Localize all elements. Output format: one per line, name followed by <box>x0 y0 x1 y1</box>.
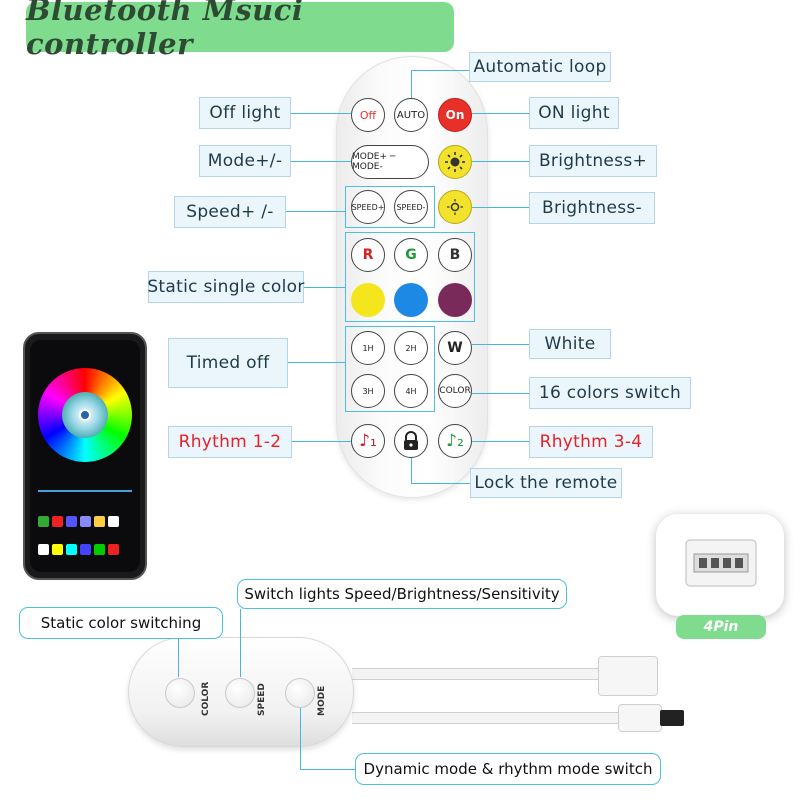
leader-line <box>411 458 412 483</box>
sun-icon <box>445 152 465 172</box>
colors-switch-label: 16 colors switch <box>529 377 691 409</box>
rhythm-1-button[interactable]: ♪₁ <box>351 424 385 458</box>
page-title: Bluetooth Msuci controller <box>26 0 454 61</box>
leader-line <box>240 609 241 677</box>
speed-minus-button[interactable]: SPEED- <box>394 190 428 224</box>
leader-line <box>472 113 529 114</box>
leader-line <box>286 211 345 212</box>
blue-swatch-button[interactable] <box>394 283 428 317</box>
connector-icon <box>685 539 757 587</box>
speed-label: Speed+ /- <box>174 196 286 228</box>
red-button[interactable]: R <box>351 238 385 272</box>
brightness-plus-button[interactable] <box>438 145 472 179</box>
leader-line <box>291 113 351 114</box>
speed-plus-button[interactable]: SPEED+ <box>351 190 385 224</box>
cable <box>352 668 602 680</box>
phone-swatch-row <box>38 516 119 527</box>
blue-button[interactable]: B <box>438 238 472 272</box>
automatic-loop-label: Automatic loop <box>469 52 611 82</box>
leader-line <box>472 441 529 442</box>
timed-off-label: Timed off <box>168 338 288 388</box>
pin-label: 4Pin <box>676 615 766 639</box>
pin-connector-image <box>656 514 784 616</box>
on-button[interactable]: On <box>438 98 472 132</box>
on-light-label: ON light <box>529 97 619 129</box>
brightness-minus-button[interactable] <box>438 190 472 224</box>
mode-button[interactable]: MODE+ ─ MODE- <box>351 145 429 179</box>
usb-plug <box>660 710 684 726</box>
leader-line <box>472 161 529 162</box>
static-single-color-label: Static single color <box>147 271 304 303</box>
static-color-group <box>345 232 475 322</box>
timer-2h-label: 2H <box>405 343 417 353</box>
auto-button[interactable]: AUTO <box>394 98 428 132</box>
timer-4h-label: 4H <box>405 386 417 396</box>
color-wheel-dot <box>79 409 91 421</box>
sun-small-icon <box>447 199 463 215</box>
leader-line <box>291 161 351 162</box>
controller-box: COLOR SPEED MODE <box>128 637 354 747</box>
leader-line <box>472 393 529 394</box>
brightness-plus-label: Brightness+ <box>529 145 657 177</box>
usb-connector <box>618 704 662 732</box>
rhythm-3-4-label: Rhythm 3-4 <box>529 426 653 458</box>
leader-line <box>472 207 529 208</box>
lock-remote-label: Lock the remote <box>470 468 622 498</box>
speed-switch-label: SPEED <box>257 683 267 716</box>
mode-switch-button[interactable] <box>285 678 315 708</box>
timer-3h-label: 3H <box>362 386 374 396</box>
timer-1h-button[interactable]: 1H <box>351 331 385 365</box>
color-switch-label: COLOR <box>201 681 211 716</box>
purple-swatch-button[interactable] <box>438 283 472 317</box>
leader-line <box>411 483 470 484</box>
leader-line <box>292 441 351 442</box>
leader-line <box>178 639 179 677</box>
static-color-callout: Static color switching <box>19 607 223 639</box>
color-wheel <box>38 368 132 462</box>
output-connector <box>598 656 658 696</box>
white-label: White <box>529 329 611 359</box>
off-light-label: Off light <box>199 97 291 129</box>
leader-line <box>300 708 301 769</box>
mode-label: Mode+/- <box>199 145 291 177</box>
timer-1h-label: 1H <box>362 343 374 353</box>
color-button[interactable]: COLOR <box>438 374 472 408</box>
white-button[interactable]: W <box>438 331 472 365</box>
leader-line <box>300 769 355 770</box>
timer-3h-button[interactable]: 3H <box>351 374 385 408</box>
phone-screen <box>30 340 140 572</box>
dynamic-mode-callout: Dynamic mode & rhythm mode switch <box>355 753 661 785</box>
timer-2h-button[interactable]: 2H <box>394 331 428 365</box>
leader-line <box>288 362 345 363</box>
leader-line <box>472 344 529 345</box>
leader-line <box>304 287 345 288</box>
rhythm-1-2-label: Rhythm 1-2 <box>168 426 292 458</box>
phone-app-image <box>23 332 147 580</box>
timer-4h-button[interactable]: 4H <box>394 374 428 408</box>
color-switch-button[interactable] <box>165 678 195 708</box>
phone-swatch-row <box>38 544 119 555</box>
cable <box>352 712 622 724</box>
lock-icon <box>404 431 418 450</box>
brightness-slider <box>38 490 132 492</box>
leader-line <box>411 70 469 71</box>
leader-line <box>411 70 412 98</box>
brightness-minus-label: Brightness- <box>529 192 655 224</box>
yellow-swatch-button[interactable] <box>351 283 385 317</box>
timer-button-group <box>345 326 435 412</box>
speed-switch-button[interactable] <box>225 678 255 708</box>
off-button[interactable]: Off <box>351 98 385 132</box>
rhythm-2-button[interactable]: ♪₂ <box>438 424 472 458</box>
lock-button[interactable] <box>394 424 428 458</box>
green-button[interactable]: G <box>394 238 428 272</box>
speed-brightness-callout: Switch lights Speed/Brightness/Sensitivi… <box>237 579 567 609</box>
speed-button-group <box>345 186 435 228</box>
mode-switch-label: MODE <box>317 685 327 716</box>
